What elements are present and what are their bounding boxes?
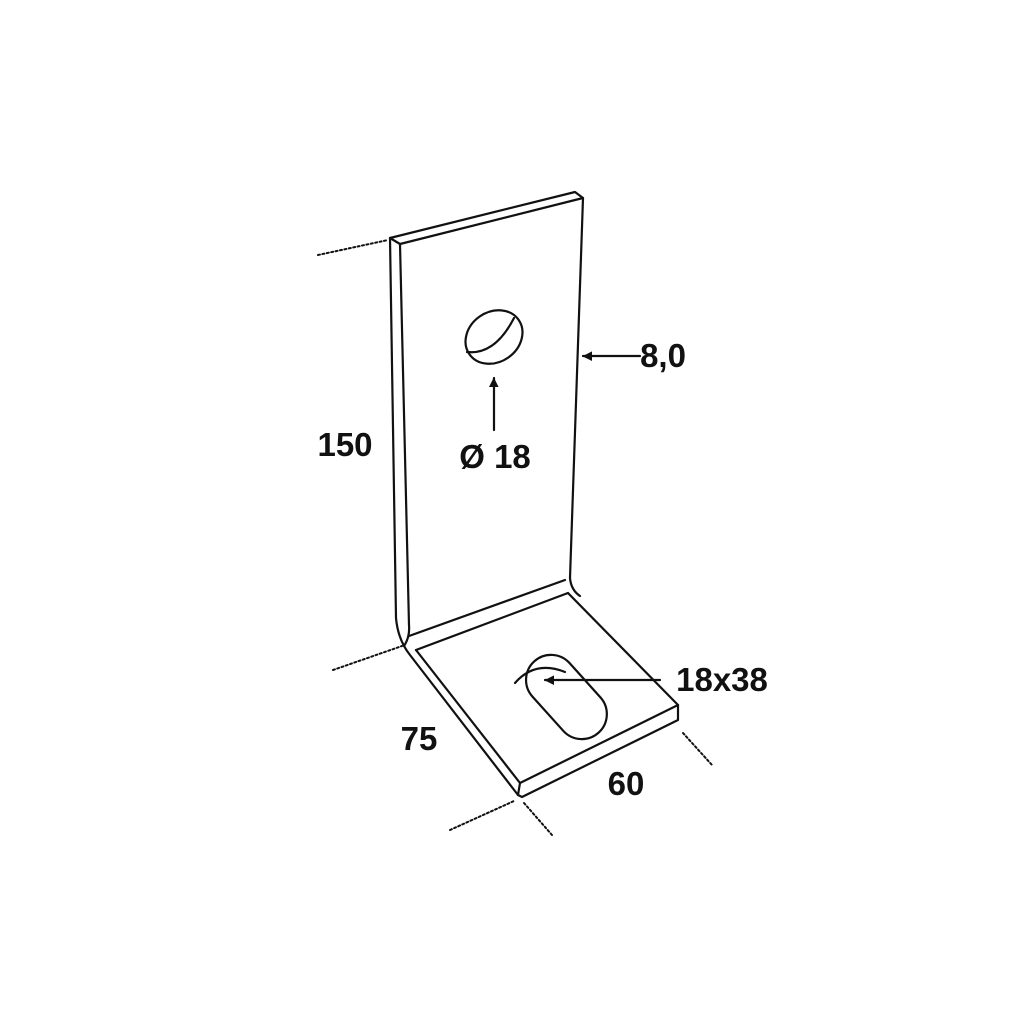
round-hole-inner [465,316,516,354]
hole-diameter-label: Ø 18 [459,438,531,475]
bend-line-2 [414,591,570,652]
foot-left-edge [414,648,522,785]
bend-line-1 [407,578,567,638]
round-hole [464,309,524,365]
plate-right-edge [568,196,585,598]
thickness-label: 8,0 [640,337,686,374]
plate-top-edge [388,190,585,246]
slot-label: 18x38 [676,661,768,698]
plate-outer-left-edge [388,236,520,797]
foot-depth-label: 75 [400,720,438,757]
width-label: 60 [607,765,645,802]
extension-lines [317,239,713,836]
slot-hole [524,653,608,741]
foot-right-edge [566,591,680,707]
slot-inner [513,666,567,685]
foot-front-face [516,703,680,799]
plate-inner-left-edge [398,242,411,648]
height-label: 150 [317,426,373,463]
